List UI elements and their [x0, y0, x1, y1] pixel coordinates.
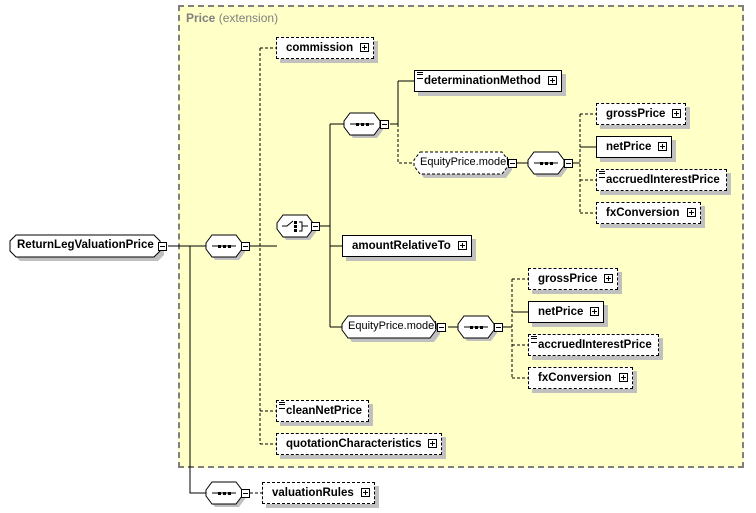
collapse-icon[interactable]: [311, 222, 320, 231]
expand-icon[interactable]: [457, 241, 467, 250]
element-label: accruedInterestPrice: [606, 174, 720, 186]
expand-icon[interactable]: [547, 76, 557, 85]
element-determination-method[interactable]: determinationMethod: [414, 70, 562, 92]
element-net-price[interactable]: netPrice: [596, 136, 673, 158]
collapse-icon[interactable]: [494, 323, 503, 332]
expand-icon[interactable]: [428, 439, 438, 448]
element-fx-conversion[interactable]: fxConversion: [528, 367, 633, 389]
group-shape: [413, 151, 512, 178]
collapse-icon[interactable]: [508, 159, 517, 168]
documentation-icon: [531, 336, 537, 343]
extension-qualifier: (extension): [218, 11, 279, 25]
sequence-icon: [205, 234, 245, 260]
element-label: grossPrice: [538, 273, 598, 285]
collapse-icon[interactable]: [158, 242, 167, 251]
expand-icon[interactable]: [590, 307, 600, 316]
sequence-compositor[interactable]: [527, 151, 574, 177]
element-valuation-rules[interactable]: valuationRules: [262, 482, 375, 504]
documentation-icon: [599, 171, 605, 178]
element-label: commission: [286, 42, 354, 54]
collapse-icon[interactable]: [564, 159, 573, 168]
extension-name: Price: [186, 11, 216, 25]
root-shape: [9, 234, 164, 261]
expand-icon[interactable]: [618, 373, 628, 382]
documentation-icon: [417, 72, 423, 79]
sequence-compositor[interactable]: [205, 234, 250, 260]
element-gross-price[interactable]: grossPrice: [528, 268, 619, 290]
sequence-compositor[interactable]: [205, 481, 252, 507]
element-label: accruedInterestPrice: [538, 339, 652, 351]
element-label: cleanNetPrice: [286, 405, 363, 417]
collapse-icon[interactable]: [437, 323, 446, 332]
group-label: EquityPrice.model: [420, 156, 509, 168]
element-label: netPrice: [606, 141, 652, 153]
collapse-icon[interactable]: [380, 120, 389, 129]
collapse-icon[interactable]: [241, 242, 250, 251]
element-label: fxConversion: [538, 372, 612, 384]
expand-icon[interactable]: [360, 488, 370, 497]
root-label: ReturnLegValuationPrice: [17, 239, 154, 251]
element-quotation-characteristics[interactable]: quotationCharacteristics: [276, 433, 443, 455]
element-label: determinationMethod: [424, 75, 541, 87]
element-label: fxConversion: [606, 207, 680, 219]
element-label: netPrice: [538, 306, 584, 318]
element-fx-conversion[interactable]: fxConversion: [596, 202, 701, 224]
expand-icon[interactable]: [360, 43, 370, 52]
sequence-icon: [205, 481, 245, 507]
element-accrued-interest-price[interactable]: accruedInterestPrice: [528, 334, 659, 356]
sequence-icon: [343, 112, 383, 138]
element-clean-net-price[interactable]: cleanNetPrice: [276, 400, 370, 422]
element-gross-price[interactable]: grossPrice: [596, 103, 687, 125]
group-shape: [341, 315, 440, 342]
collapse-icon[interactable]: [241, 489, 250, 498]
sequence-icon: [527, 151, 567, 177]
documentation-icon: [279, 402, 285, 409]
element-commission[interactable]: commission: [276, 37, 375, 59]
expand-icon[interactable]: [686, 208, 696, 217]
element-label: amountRelativeTo: [352, 240, 451, 252]
expand-icon[interactable]: [658, 142, 668, 151]
group-label: EquityPrice.model: [348, 320, 437, 332]
sequence-icon: [457, 315, 497, 341]
element-amount-relative-to[interactable]: amountRelativeTo: [342, 235, 472, 257]
element-net-price[interactable]: netPrice: [528, 301, 605, 323]
expand-icon[interactable]: [672, 109, 682, 118]
choice-compositor[interactable]: [276, 214, 321, 240]
element-label: valuationRules: [272, 487, 354, 499]
extension-title: Price (extension): [186, 11, 278, 25]
equity-price-model-group-1[interactable]: EquityPrice.model: [413, 151, 518, 178]
sequence-compositor[interactable]: [457, 315, 504, 341]
choice-icon: [276, 214, 316, 240]
root-element[interactable]: ReturnLegValuationPrice: [9, 234, 168, 261]
element-label: quotationCharacteristics: [286, 438, 422, 450]
element-accrued-interest-price[interactable]: accruedInterestPrice: [596, 169, 727, 191]
expand-icon[interactable]: [604, 274, 614, 283]
sequence-compositor[interactable]: [343, 112, 390, 138]
equity-price-model-group-2[interactable]: EquityPrice.model: [341, 315, 448, 342]
element-label: grossPrice: [606, 108, 666, 120]
